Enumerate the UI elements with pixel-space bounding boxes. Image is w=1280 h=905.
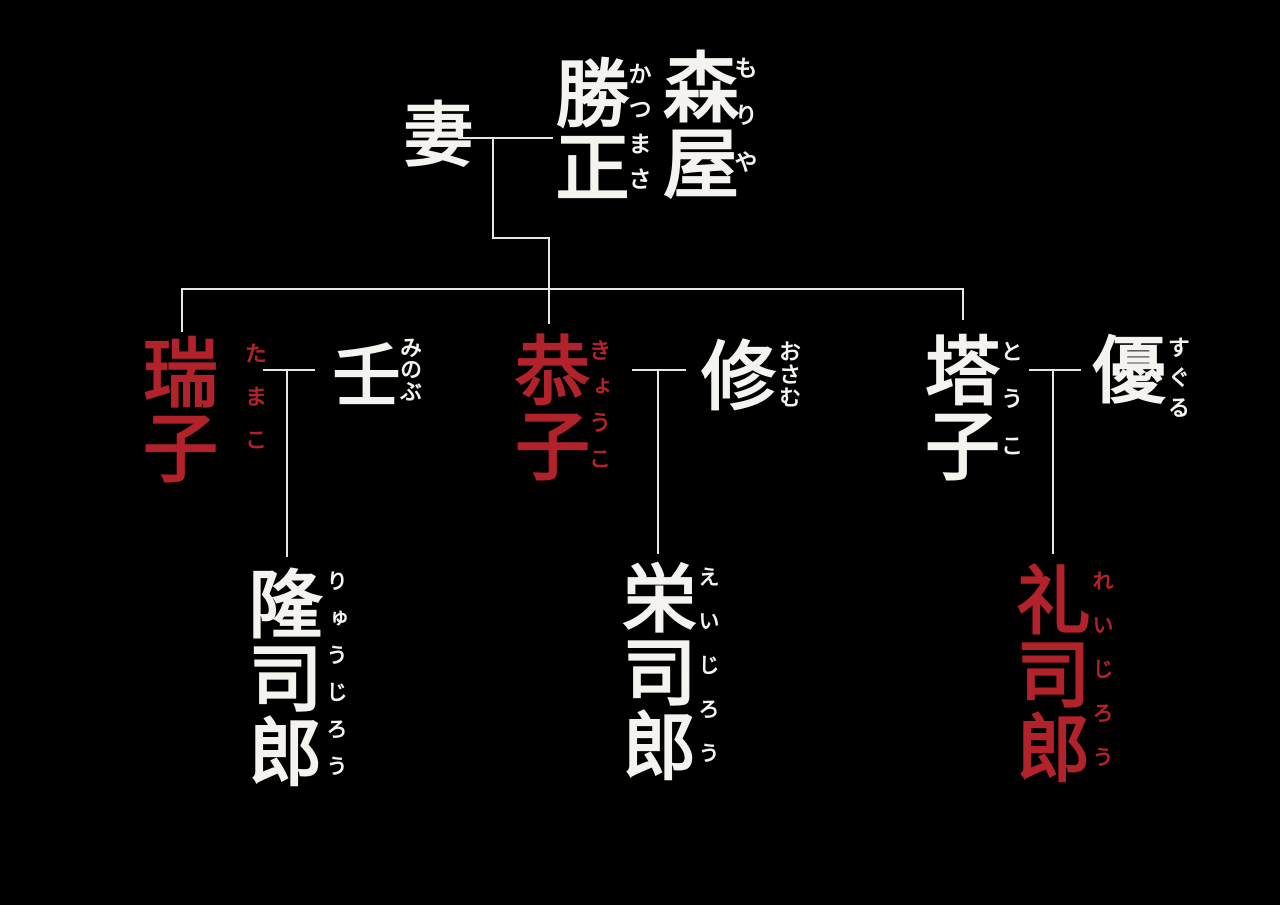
- person-grandchild-1-name: 隆司郎: [236, 566, 322, 788]
- line-child-family-1: [286, 369, 288, 557]
- line-descent-gen1-jog: [492, 237, 550, 239]
- person-spouse-3-name: 優: [1080, 332, 1166, 405]
- person-daughter-2-name: 恭子: [502, 332, 590, 482]
- person-spouse-1-furigana: みのぶ: [396, 336, 422, 402]
- line-siblings: [181, 288, 964, 290]
- patriarch-family-name: 森屋: [650, 48, 739, 200]
- line-child-family-2: [657, 369, 659, 554]
- person-daughter-1-name: 瑞子: [130, 334, 218, 484]
- line-descent-gen1-a: [492, 137, 494, 239]
- line-child-family-3: [1052, 369, 1054, 554]
- person-grandchild-3-name: 礼司郎: [1004, 562, 1090, 784]
- patriarch-family-name-furigana: もりや: [730, 56, 757, 197]
- person-grandchild-2-name: 栄司郎: [610, 560, 696, 782]
- patriarch-given-name: 勝正: [543, 55, 629, 203]
- line-drop-daughter-1: [181, 288, 183, 332]
- wife-label: 妻: [392, 98, 475, 168]
- line-marriage-family-3: [1029, 369, 1081, 371]
- line-drop-daughter-3: [962, 288, 964, 320]
- person-spouse-3-furigana: すぐる: [1164, 336, 1190, 426]
- person-daughter-2-furigana: きょうこ: [585, 339, 611, 483]
- line-marriage-family-2: [632, 369, 686, 371]
- person-daughter-3-furigana: とうこ: [997, 340, 1023, 481]
- person-grandchild-2-furigana: えいじろう: [696, 566, 721, 786]
- line-marriage-family-1: [263, 369, 315, 371]
- person-daughter-1-furigana: たまこ: [241, 342, 267, 471]
- person-spouse-2-furigana: おさむ: [775, 340, 801, 409]
- person-spouse-1-name: 壬: [320, 340, 400, 408]
- person-grandchild-3-furigana: れいじろう: [1090, 570, 1115, 790]
- person-daughter-3-name: 塔子: [912, 332, 1000, 482]
- line-marriage-gen1: [458, 137, 553, 139]
- person-grandchild-1-furigana: りゅうじろう: [324, 570, 349, 792]
- patriarch-given-name-furigana: かつまさ: [624, 62, 651, 202]
- line-descent-gen1-b: [548, 237, 550, 324]
- person-spouse-2-name: 修: [688, 337, 776, 412]
